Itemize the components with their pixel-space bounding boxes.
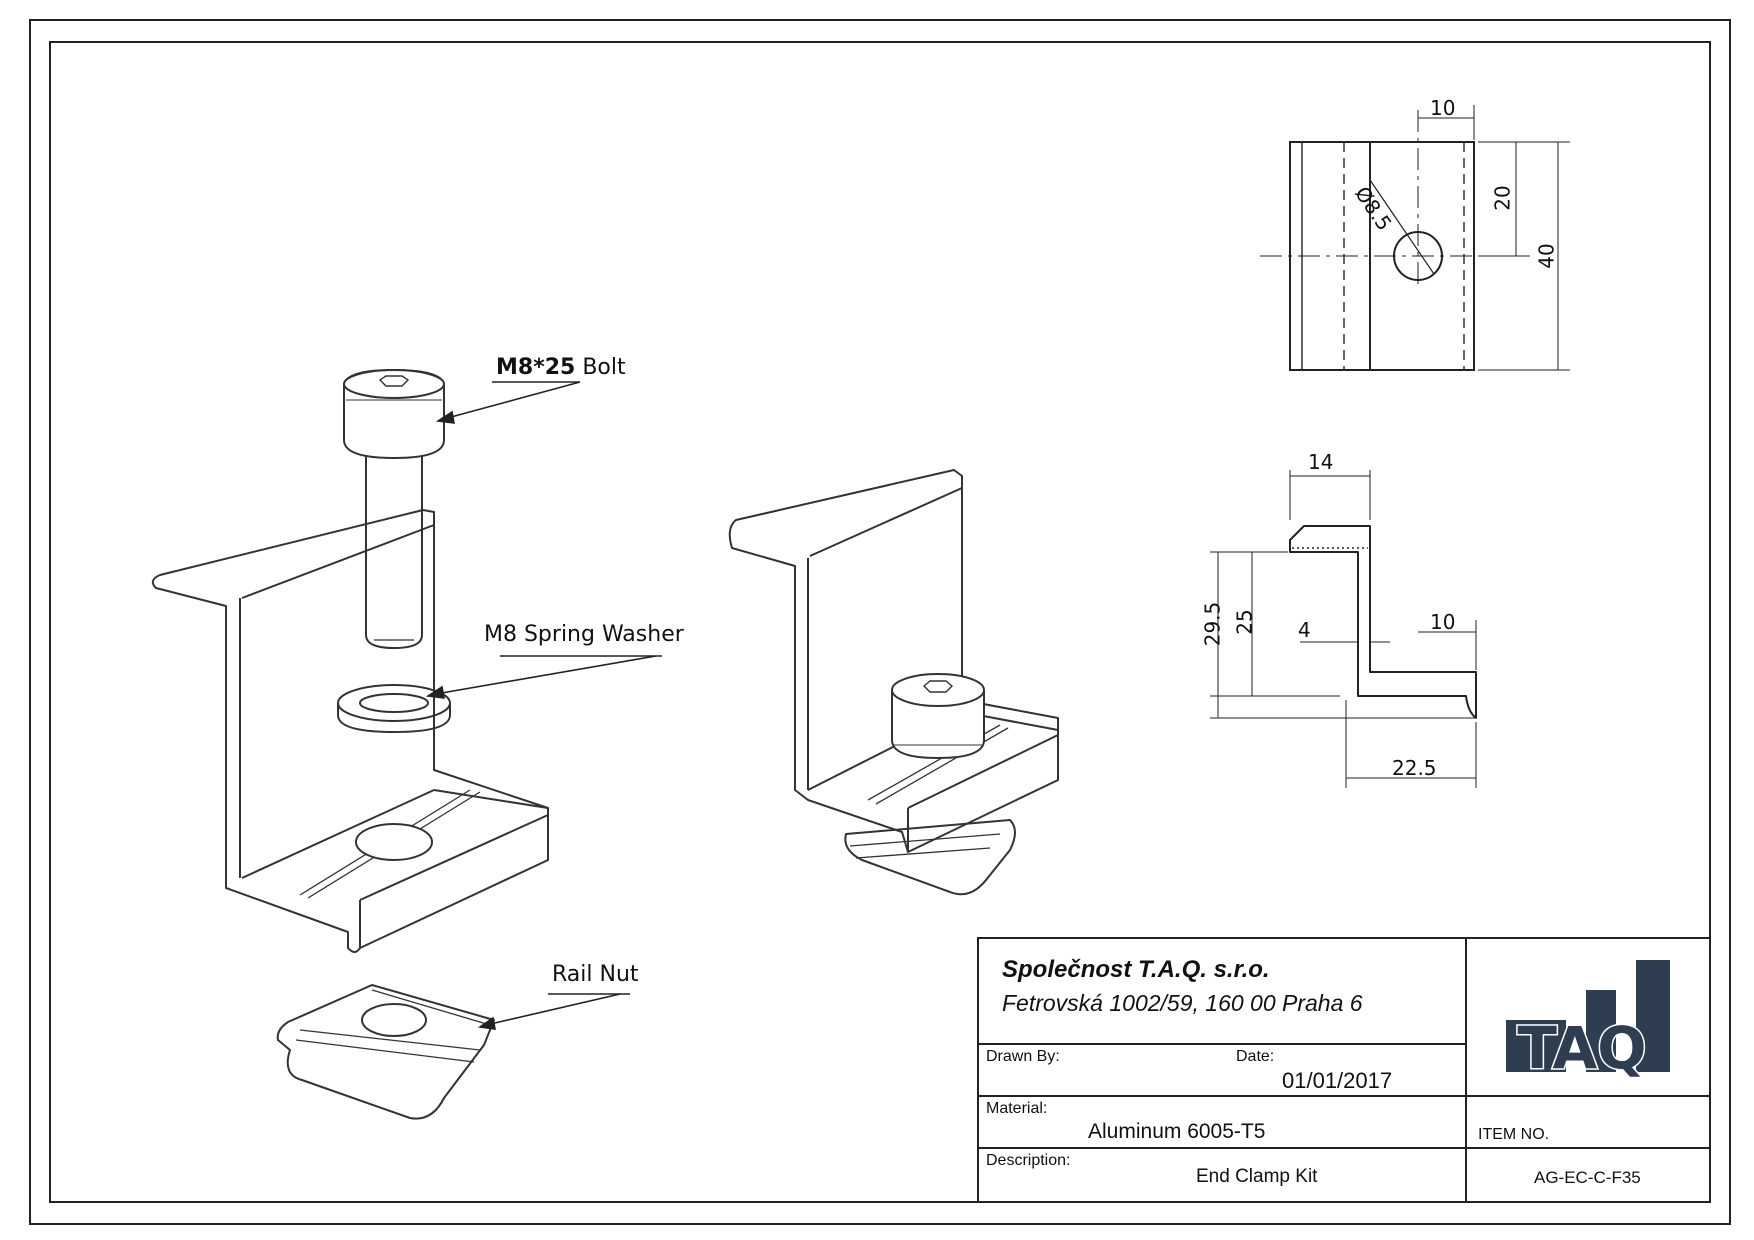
description-value: End Clamp Kit [1196, 1166, 1318, 1187]
bolt-callout-size: M8*25 [496, 355, 576, 380]
dim-side-foot-bottom: 22.5 [1392, 756, 1437, 780]
company-address: Fetrovská 1002/59, 160 00 Praha 6 [1002, 990, 1363, 1016]
bolt-callout-text: Bolt [575, 355, 626, 380]
dim-side-inner-height: 25 [1232, 609, 1257, 635]
clamp-body-left [151, 509, 549, 953]
item-no-value: AG-EC-C-F35 [1534, 1168, 1641, 1187]
description-label: Description: [986, 1152, 1071, 1169]
material-label: Material: [986, 1100, 1048, 1117]
bolt-callout: M8*25 Bolt [496, 355, 626, 380]
dim-side-wall: 4 [1298, 618, 1311, 642]
drawn-by-label: Drawn By: [986, 1048, 1060, 1065]
dim-height-half: 20 [1490, 185, 1515, 211]
assembled-clamp [728, 469, 1059, 896]
dim-side-top-width: 14 [1308, 450, 1334, 474]
top-view [1260, 105, 1570, 371]
date-value: 01/01/2017 [1282, 1068, 1393, 1093]
date-label: Date: [1236, 1048, 1275, 1065]
dim-top-width: 10 [1430, 96, 1456, 120]
dim-height-total: 40 [1534, 243, 1559, 269]
dim-side-foot-top: 10 [1430, 610, 1456, 634]
washer-callout: M8 Spring Washer [484, 622, 684, 647]
material-value: Aluminum 6005-T5 [1088, 1120, 1266, 1143]
bolt-drawing [343, 368, 445, 650]
title-block-grid [977, 937, 1711, 1203]
assembled-bolt-head [891, 673, 985, 760]
company-name: Společnost T.A.Q. s.r.o. [1002, 956, 1270, 983]
rail-nut-left [276, 984, 495, 1120]
dim-side-total-height: 29.5 [1200, 601, 1225, 647]
outer-border [29, 19, 1731, 1225]
item-no-label: ITEM NO. [1478, 1126, 1550, 1143]
rail-nut-callout: Rail Nut [552, 962, 639, 987]
taq-logo: TAQ [1506, 960, 1670, 1084]
side-view [1210, 470, 1477, 788]
washer-drawing [337, 684, 451, 734]
callout-leaders [425, 381, 662, 1030]
logo-text: TAQ [1517, 1014, 1646, 1082]
inner-border [49, 41, 1711, 1203]
